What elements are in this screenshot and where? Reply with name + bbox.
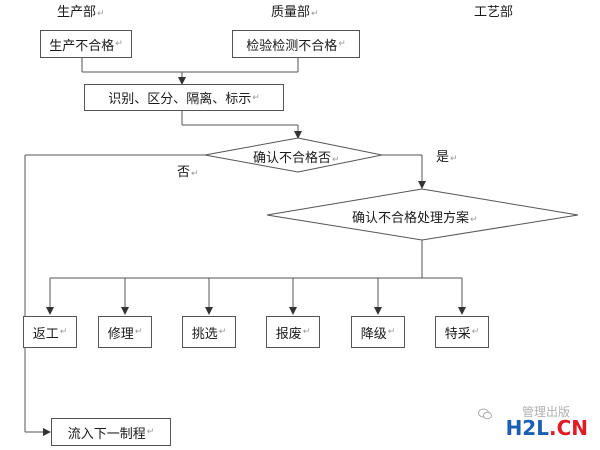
node-scrap: 报废↵ — [266, 316, 320, 348]
edge-label-yes: 是↵ — [436, 150, 458, 165]
node-sort: 挑选↵ — [182, 316, 236, 348]
node-concession: 特采↵ — [435, 316, 489, 348]
decision-diamond-1 — [204, 137, 383, 173]
node-next-process: 流入下一制程↵ — [51, 418, 171, 446]
header-process: 工艺部 — [474, 5, 514, 20]
wechat-icon — [478, 408, 492, 420]
header-production: 生产部↵ — [57, 5, 105, 20]
node-production-nonconforming: 生产不合格↵ — [40, 30, 132, 58]
node-identify: 识别、区分、隔离、标示↵ — [84, 84, 284, 111]
edge-label-no: 否↵ — [177, 165, 199, 180]
decision-label-confirm: 确认不合格否↵ — [253, 151, 340, 166]
node-rework: 返工↵ — [23, 316, 77, 348]
watermark-faint-text: 管理出版 — [521, 405, 570, 419]
node-repair: 修理↵ — [98, 316, 152, 348]
watermark-logo: H2L.CN — [505, 416, 588, 440]
node-inspection-nonconforming: 检验检测不合格↵ — [232, 30, 360, 58]
header-quality: 质量部↵ — [271, 5, 319, 20]
node-downgrade: 降级↵ — [351, 316, 405, 348]
decision-diamond-2 — [266, 188, 579, 241]
decision-label-plan: 确认不合格处理方案↵ — [352, 211, 478, 226]
